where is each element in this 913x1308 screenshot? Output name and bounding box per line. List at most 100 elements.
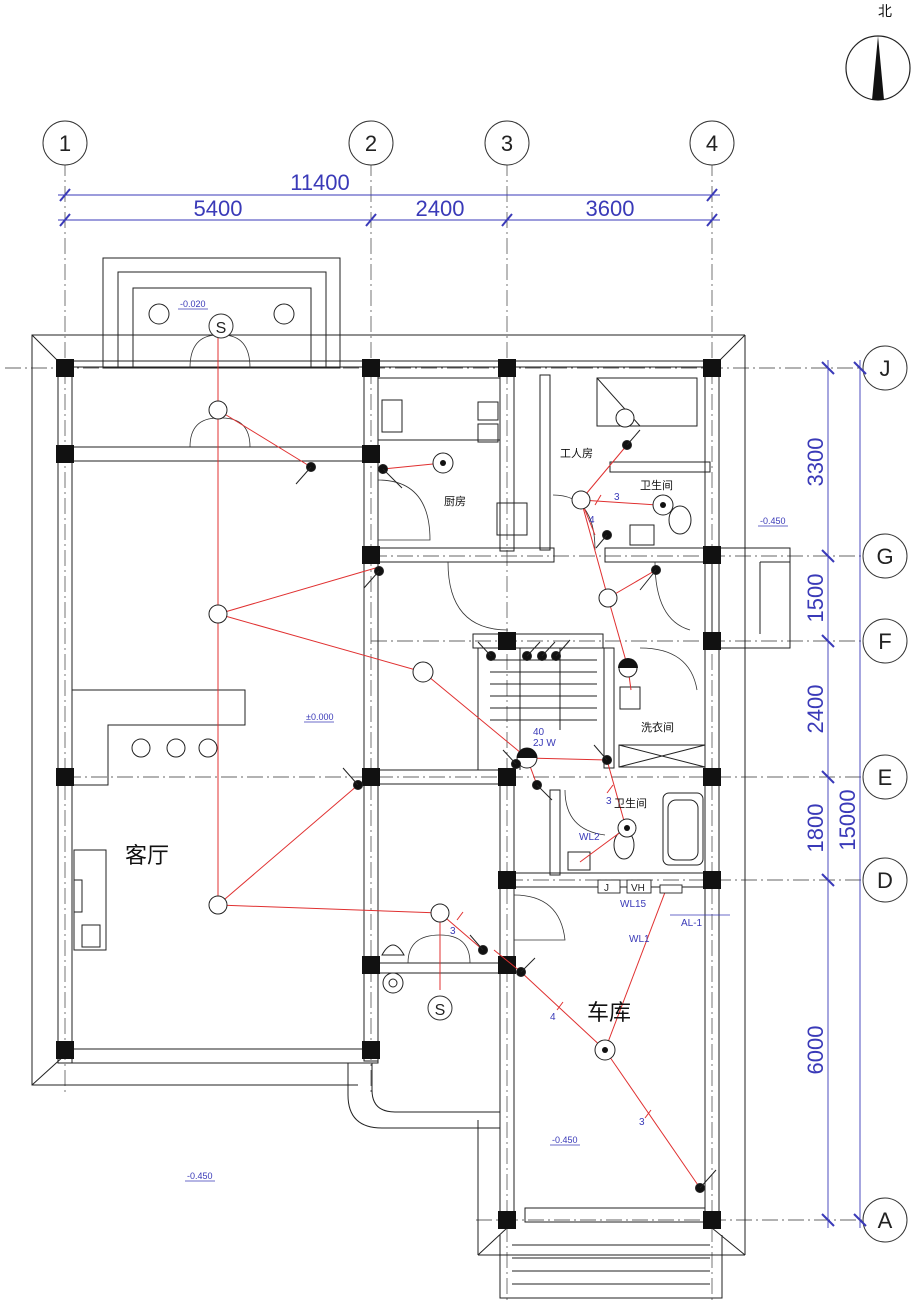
- ceiling-light-icon: [208, 400, 228, 420]
- axis-bubble-G: G: [862, 533, 908, 579]
- switch-icon: [295, 462, 316, 485]
- switch-icon: [502, 749, 521, 769]
- dim-top-3: 3600: [586, 196, 635, 221]
- circuit-wl1: WL1: [629, 934, 650, 945]
- dimension-texts: 11400 5400 2400 3600 3300 1500 2400 1800…: [194, 170, 860, 1074]
- circuit-wl15: WL15: [620, 899, 647, 910]
- ceiling-light-icon: [412, 661, 434, 683]
- svg-text:2: 2: [365, 131, 377, 156]
- level-garage: -0.450: [552, 1135, 578, 1145]
- switch-icon: [695, 1169, 717, 1193]
- room-label-living: 客厅: [125, 844, 169, 869]
- wire-ticks: [456, 494, 652, 1119]
- dim-top-2: 2400: [416, 196, 465, 221]
- level-outside: -0.450: [187, 1171, 213, 1181]
- dimension-lines: [58, 188, 867, 1228]
- svg-text:F: F: [878, 629, 891, 654]
- switch-icon: [595, 530, 612, 549]
- wire-count-3: 3: [606, 796, 612, 807]
- dim-top-total: 11400: [290, 170, 350, 195]
- ceiling-light-icon: [571, 490, 591, 510]
- walls: [31, 257, 791, 1299]
- wire-count-1: 3: [614, 492, 620, 503]
- svg-text:E: E: [878, 765, 893, 790]
- level-east: -0.450: [760, 516, 786, 526]
- doors: [189, 334, 698, 964]
- svg-text:4: 4: [706, 131, 718, 156]
- light-fixtures: [208, 400, 674, 1061]
- svg-text:A: A: [878, 1208, 893, 1233]
- svg-text:D: D: [877, 868, 893, 893]
- ceiling-light-icon: [615, 408, 635, 428]
- room-label-bath-lower: 卫生间: [614, 796, 647, 810]
- room-label-bath-upper: 卫生间: [640, 478, 673, 492]
- axis-bubble-1: 1: [42, 120, 88, 166]
- axis-bubble-4: 4: [689, 120, 735, 166]
- dim-right-5: 6000: [803, 1026, 828, 1075]
- switch-icon: [532, 780, 553, 801]
- room-label-kitchen: 厨房: [444, 495, 466, 508]
- switch-icon: [593, 744, 612, 765]
- wiring: [217, 330, 701, 1189]
- switch-icon: [622, 429, 641, 450]
- axis-bubble-F: F: [862, 618, 908, 664]
- switch-symbol-south: S: [435, 1002, 446, 1019]
- switch-symbols: S S: [208, 313, 453, 1021]
- north-label: 北: [878, 4, 892, 20]
- switches: [295, 429, 717, 1193]
- room-label-maid-room: 工人房: [560, 447, 593, 460]
- switch-icon: [551, 639, 571, 661]
- dim-top-1: 5400: [194, 196, 243, 221]
- dim-right-4: 1800: [803, 804, 828, 853]
- axis-bubble-J: J: [862, 345, 908, 391]
- north-arrow: 北: [845, 4, 911, 101]
- axis-bubble-A: A: [862, 1197, 908, 1243]
- ceiling-light-icon: [208, 604, 228, 624]
- svg-text:1: 1: [59, 131, 71, 156]
- wire-counts: 3 4 3 3 4 3: [450, 492, 645, 1128]
- wire-count-4: 3: [450, 926, 456, 937]
- switch-icon: [516, 957, 536, 977]
- ceiling-light-icon: [388, 978, 398, 988]
- axis-bubbles: 1 2 3 4 J G F E D A: [42, 120, 908, 1243]
- switch-icon: [342, 767, 363, 790]
- circuit-wl2: WL2: [579, 832, 600, 843]
- fixture-dots: [440, 460, 666, 1053]
- axis-bubble-2: 2: [348, 120, 394, 166]
- columns: [56, 359, 721, 1229]
- switch-icon: [537, 641, 556, 661]
- ceiling-light-icon: [430, 903, 450, 923]
- circuit-labels: WL1 WL2 WL15 AL-1 J VH 40 2J W: [533, 727, 730, 945]
- switch-icon: [469, 934, 488, 955]
- distribution-boxes: [597, 879, 683, 894]
- svg-text:3: 3: [501, 131, 513, 156]
- axis-bubble-D: D: [862, 857, 908, 903]
- lamp-power: 40: [533, 727, 545, 738]
- switch-icon: [639, 565, 661, 591]
- circuit-al1: AL-1: [681, 918, 703, 929]
- switch-icon: [522, 641, 541, 661]
- level-labels: -0.020 ±0.000 -0.450 -0.450 -0.450: [178, 299, 788, 1182]
- svg-text:G: G: [876, 544, 893, 569]
- wire-count-2: 4: [589, 515, 595, 526]
- box-j: J: [604, 883, 609, 894]
- ceiling-light-icon: [598, 588, 618, 608]
- box-vh: VH: [631, 883, 645, 894]
- axis-bubble-3: 3: [484, 120, 530, 166]
- room-labels: 厨房 工人房 卫生间 洗衣间 卫生间 客厅 车库: [125, 447, 674, 1026]
- switch-icon: [378, 464, 403, 489]
- dim-right-1: 3300: [803, 438, 828, 487]
- lamp-phase: 2J W: [533, 738, 556, 749]
- level-porch: -0.020: [180, 299, 206, 309]
- level-living: ±0.000: [306, 712, 333, 722]
- axis-bubble-E: E: [862, 754, 908, 800]
- room-label-garage: 车库: [587, 1001, 631, 1026]
- svg-text:J: J: [880, 356, 891, 381]
- dim-right-2: 1500: [803, 574, 828, 623]
- ceiling-light-icon: [208, 895, 228, 915]
- switch-symbol-north: S: [216, 320, 227, 337]
- axis-lines: [5, 160, 868, 1300]
- dim-right-3: 2400: [803, 685, 828, 734]
- room-label-laundry: 洗衣间: [641, 720, 674, 734]
